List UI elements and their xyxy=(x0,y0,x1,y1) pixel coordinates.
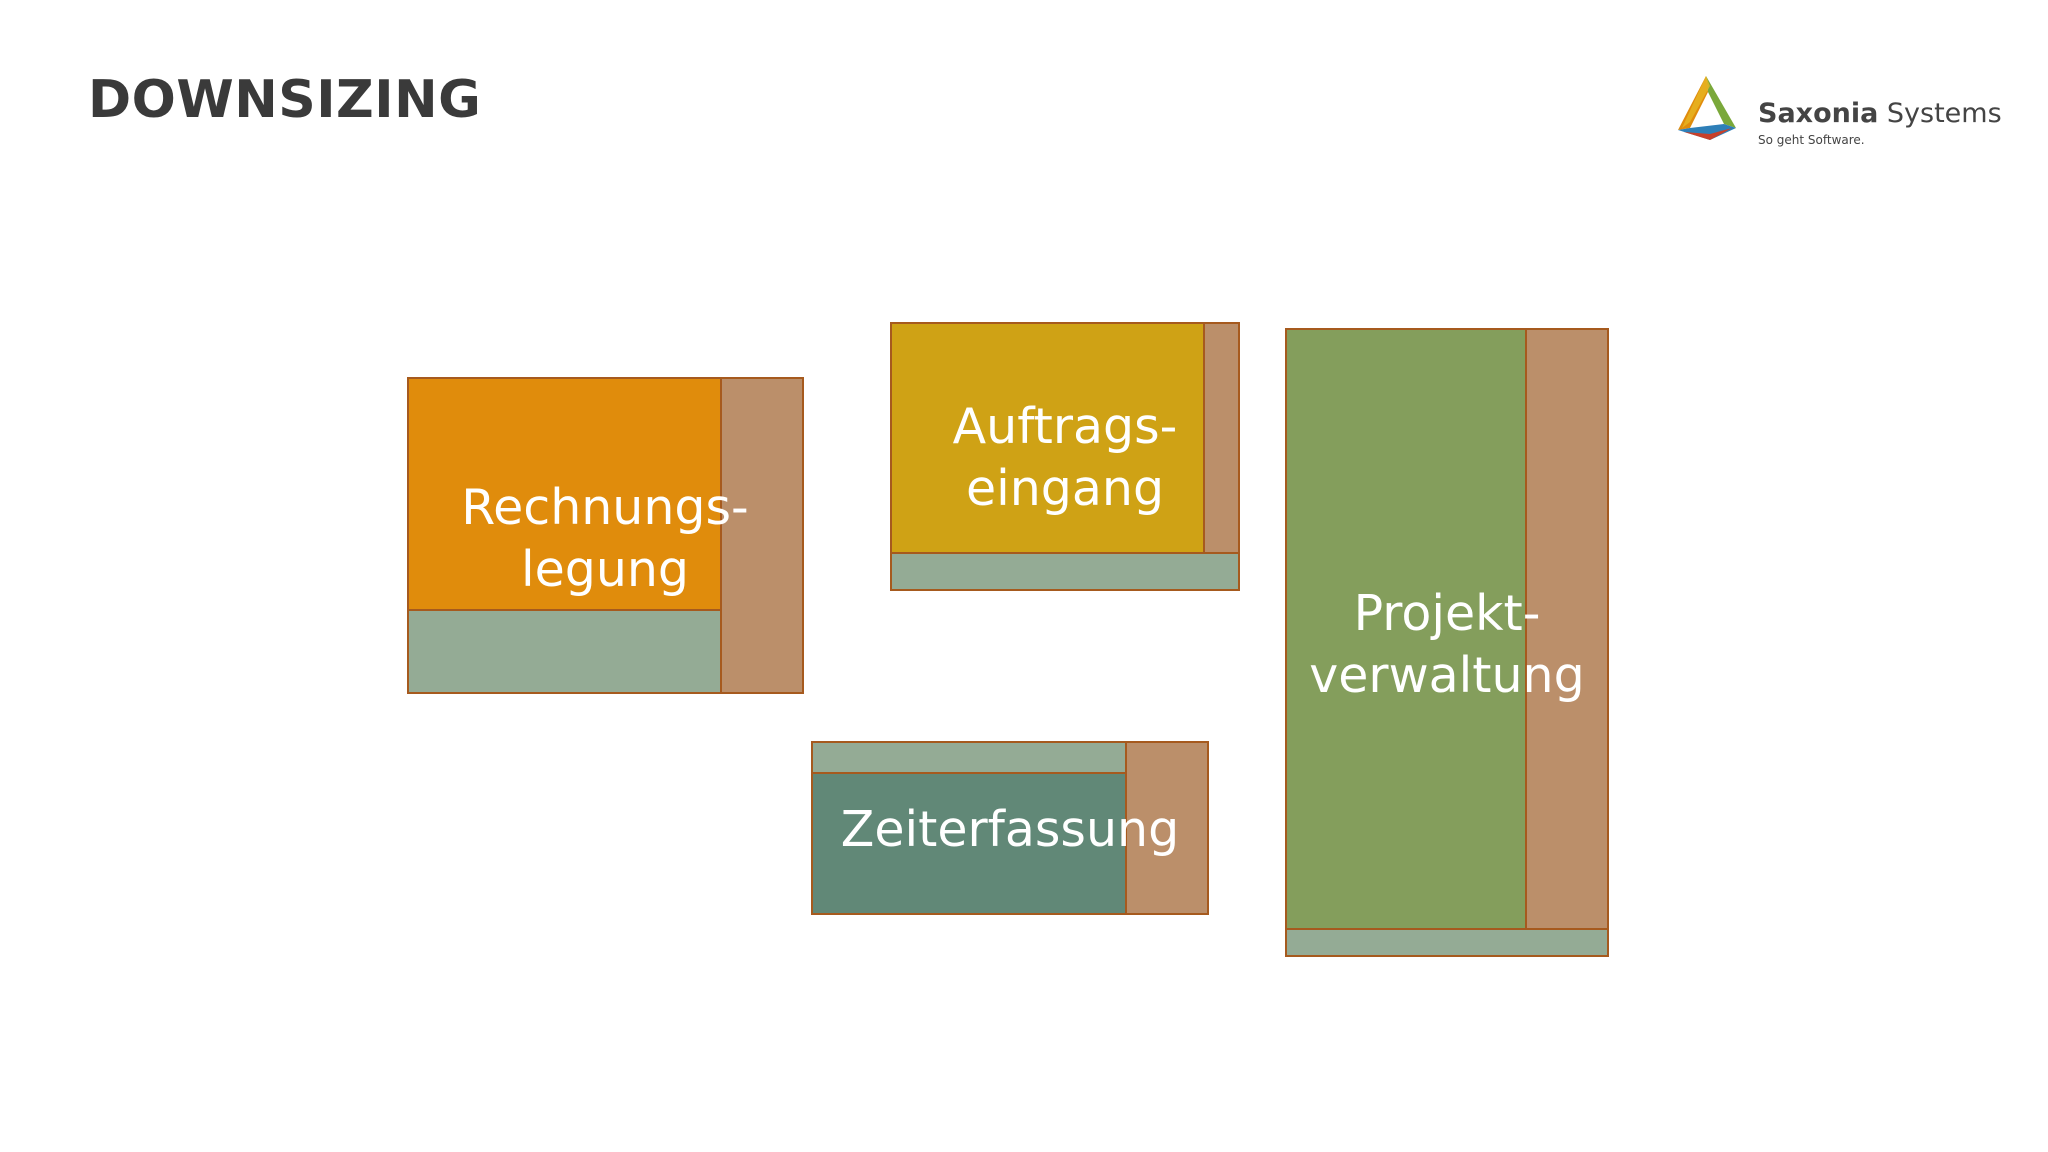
zeiterfassung-main-segment xyxy=(813,774,1125,913)
rechnungslegung-label-line1: Rechnungs- xyxy=(461,479,749,536)
logo-tagline: So geht Software. xyxy=(1758,133,1865,147)
auftragseingang-main-segment xyxy=(892,324,1203,552)
projektverwaltung-label-line2: verwaltung xyxy=(1309,647,1585,704)
page-title: DOWNSIZING xyxy=(88,70,482,130)
block-auftragseingang: Auftrags- eingang xyxy=(890,322,1240,591)
projektverwaltung-bottom-segment xyxy=(1287,928,1607,955)
zeiterfassung-top-segment xyxy=(813,743,1125,774)
zeiterfassung-label: Zeiterfassung xyxy=(840,801,1180,858)
block-rechnungslegung: Rechnungs- legung xyxy=(407,377,804,694)
auftragseingang-label-line2: eingang xyxy=(965,460,1165,517)
block-zeiterfassung: Zeiterfassung xyxy=(811,741,1209,915)
rechnungslegung-bottom-segment xyxy=(409,609,720,692)
rechnungslegung-main-segment xyxy=(409,379,720,609)
auftragseingang-side-segment xyxy=(1203,324,1238,552)
rechnungslegung-side-segment xyxy=(720,379,802,692)
auftragseingang-bottom-segment xyxy=(892,552,1238,589)
rechnungslegung-label-line2: legung xyxy=(520,541,690,598)
projektverwaltung-side-segment xyxy=(1525,330,1607,928)
logo-name: Saxonia Systems xyxy=(1758,98,2002,129)
saxonia-logo: Saxonia Systems So geht Software. xyxy=(1670,70,2002,160)
projektverwaltung-main-segment xyxy=(1287,330,1525,928)
triangle-logo-icon xyxy=(1678,76,1736,140)
projektverwaltung-label-line1: Projekt- xyxy=(1353,585,1541,642)
zeiterfassung-side-segment xyxy=(1125,743,1207,913)
block-projektverwaltung: Projekt- verwaltung xyxy=(1285,328,1609,957)
auftragseingang-label-line1: Auftrags- xyxy=(952,398,1178,455)
